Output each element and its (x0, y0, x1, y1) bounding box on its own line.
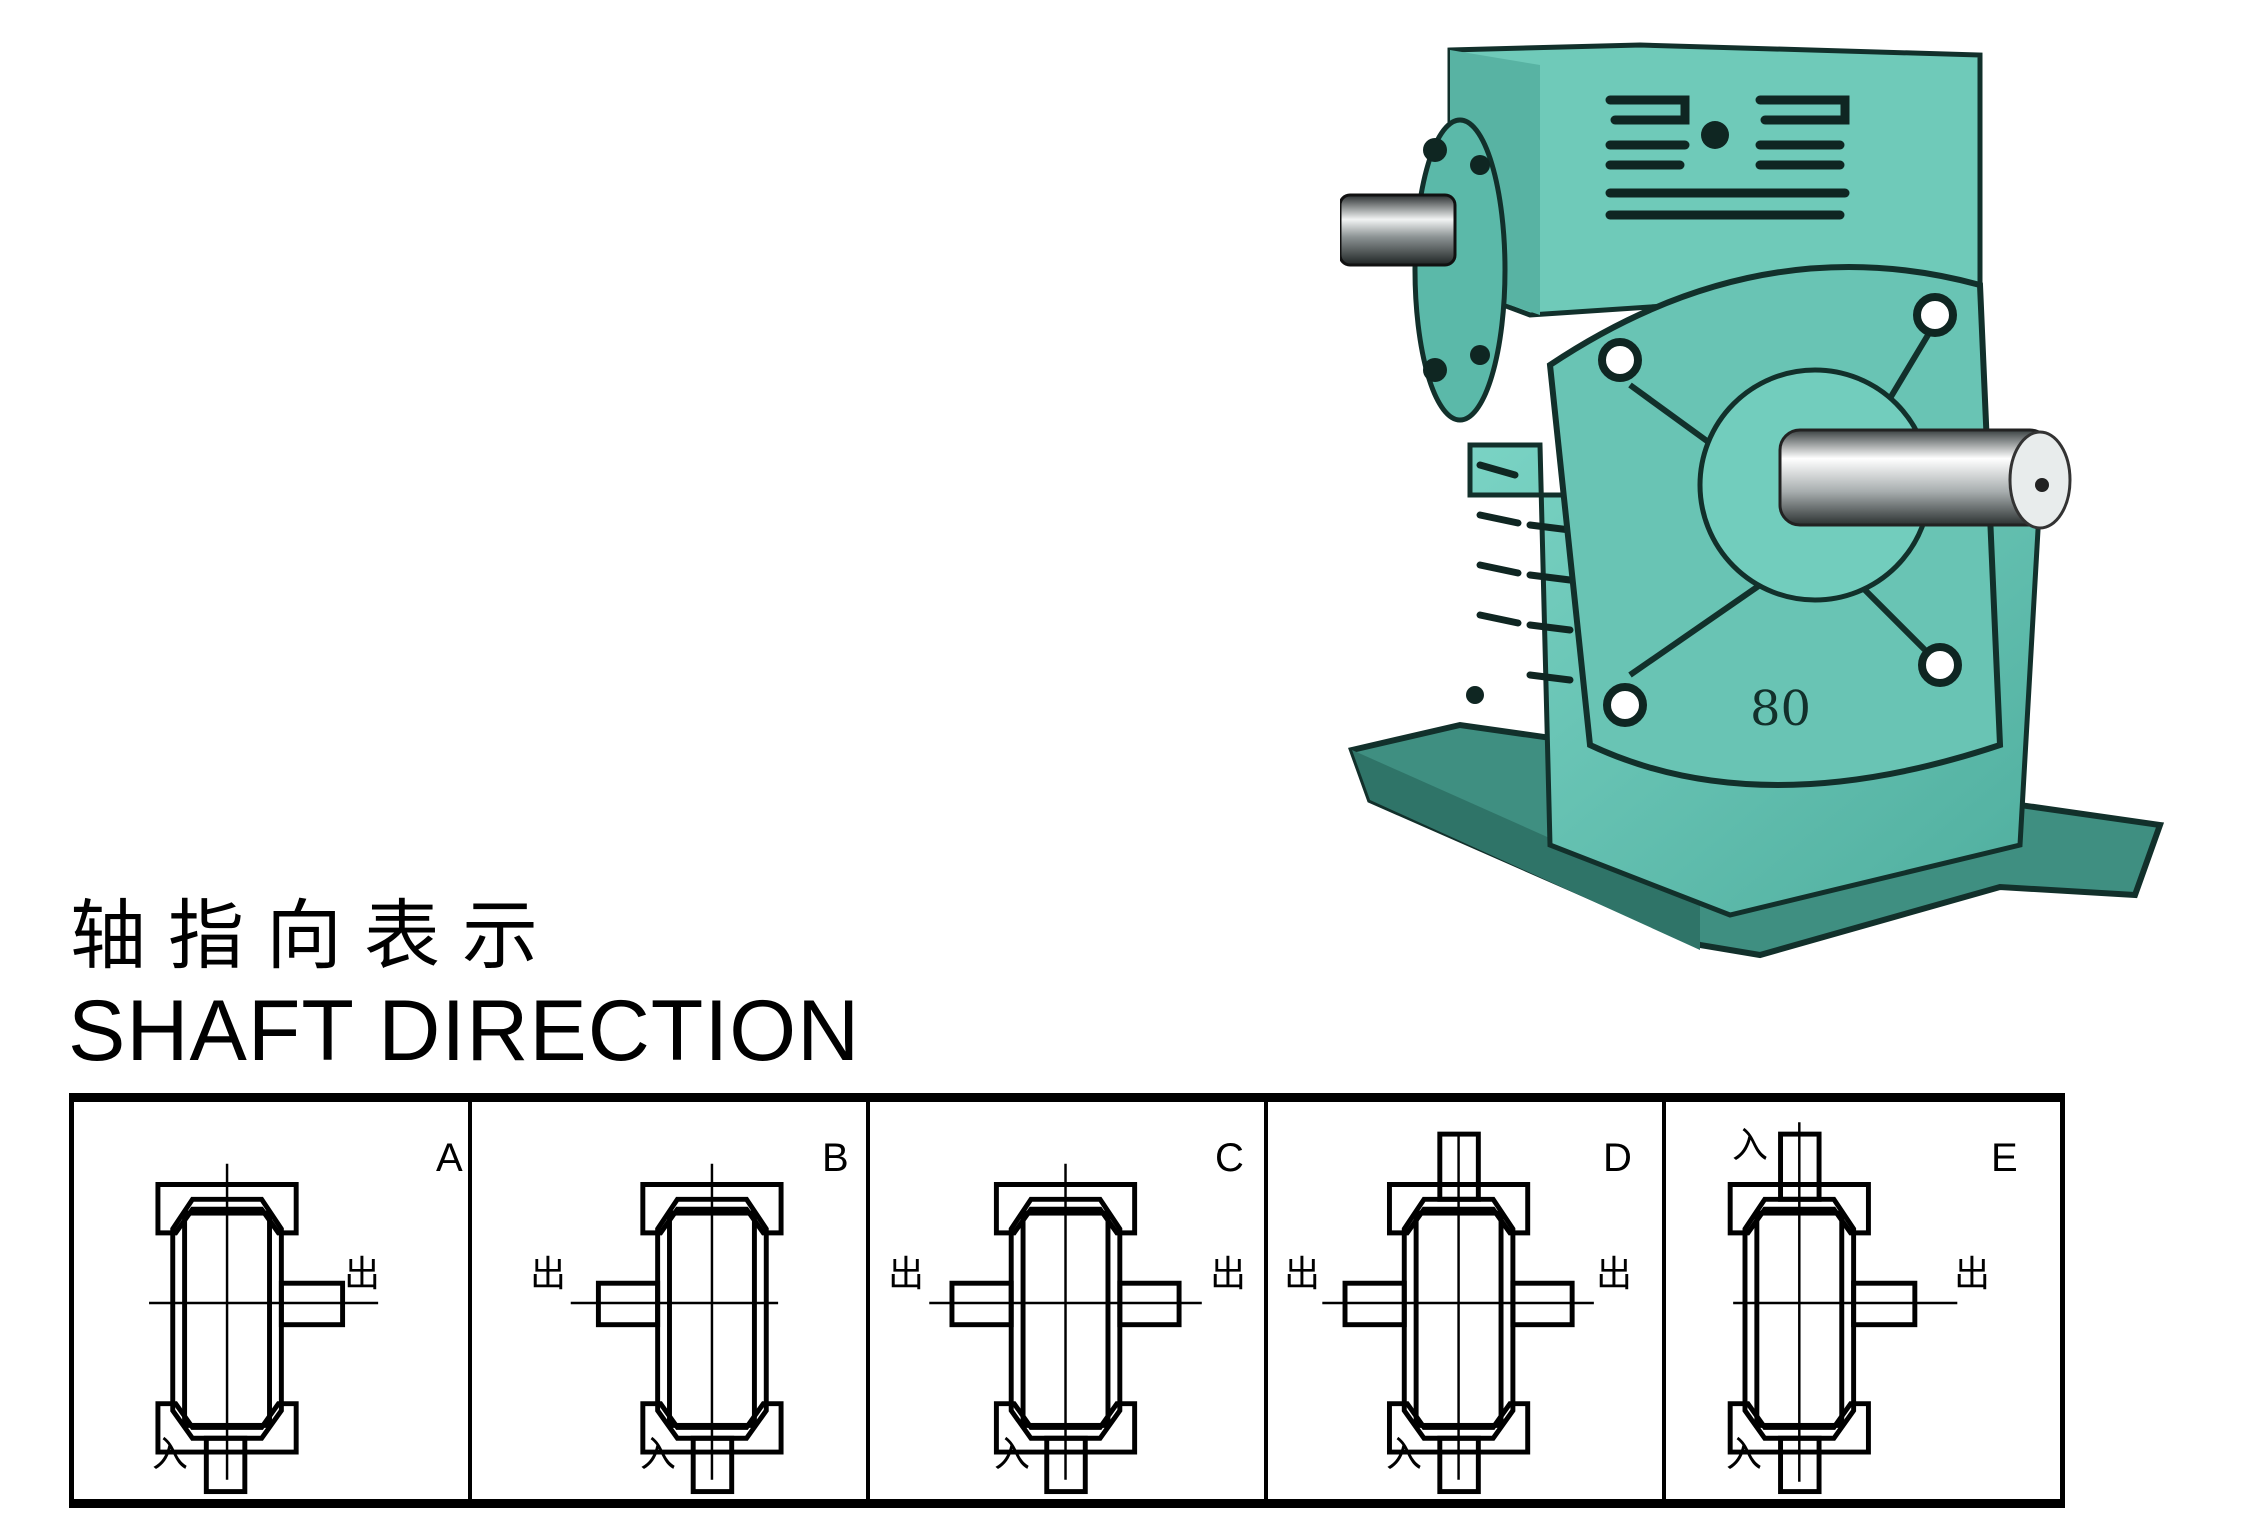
shaft-diagram-d (1322, 1131, 1594, 1495)
panel-c: C 出 出 入 (870, 1102, 1268, 1499)
shaft-direction-table: A 出 入 B 出 入 (69, 1093, 2065, 1508)
panel-d: D 出 出 入 (1268, 1102, 1666, 1499)
shaft-diagram-c (929, 1163, 1202, 1495)
panel-letter-c: C (1215, 1136, 1244, 1180)
output-label-left: 出 (888, 1254, 925, 1295)
output-label-right: 出 (1210, 1254, 1247, 1295)
panel-letter-b: B (822, 1136, 849, 1180)
input-label: 入 (640, 1434, 677, 1475)
output-label: 出 (344, 1254, 381, 1295)
shaft-diagram-b (570, 1163, 784, 1495)
panel-b: B 出 入 (472, 1102, 870, 1499)
input-label: 入 (1386, 1434, 1423, 1475)
housing-size-marking: 80 (1750, 681, 1811, 737)
page-title-english: SHAFT DIRECTION (68, 983, 861, 1079)
panel-letter-a: A (436, 1136, 463, 1180)
panel-letter-e: E (1991, 1136, 2018, 1180)
panel-letter-d: D (1603, 1136, 1632, 1180)
input-label-bottom: 入 (1726, 1434, 1763, 1475)
panel-e: E 出 入 入 (1666, 1102, 2060, 1499)
input-label-top: 入 (1732, 1125, 1769, 1166)
input-label: 入 (152, 1434, 189, 1475)
shaft-diagram-e (1727, 1122, 1958, 1495)
panel-a: A 出 入 (74, 1102, 472, 1499)
output-label: 出 (530, 1254, 567, 1295)
page-title-chinese: 轴指向表示 (70, 891, 560, 980)
output-label-left: 出 (1284, 1254, 1321, 1295)
output-label: 出 (1954, 1254, 1991, 1295)
gearbox-photo: 80 (1340, 42, 2165, 959)
shaft-diagram-a (149, 1163, 379, 1495)
output-label-right: 出 (1596, 1254, 1633, 1295)
input-label: 入 (994, 1434, 1031, 1475)
